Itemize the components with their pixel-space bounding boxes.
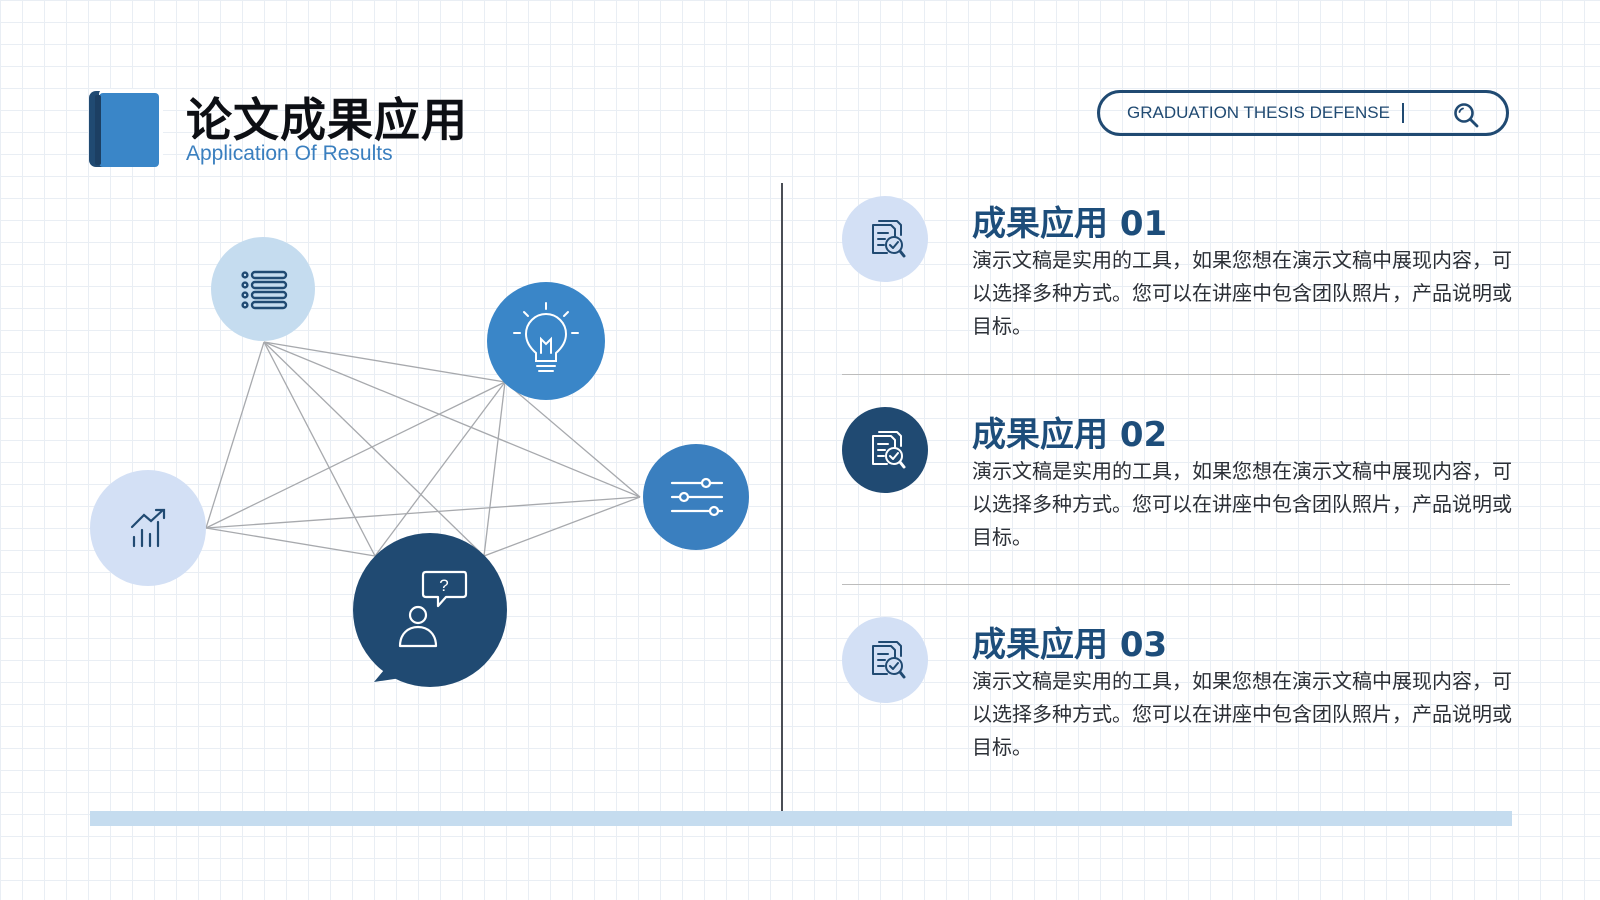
horizontal-separator: [842, 374, 1510, 375]
network-node-growth-chart: [90, 470, 206, 586]
result-description: 演示文稿是实用的工具，如果您想在演示文稿中展现内容，可以选择多种方式。您可以在讲…: [972, 459, 1512, 549]
sliders-icon: [670, 477, 724, 517]
book-icon: [89, 89, 163, 167]
network-node-sliders: [643, 444, 749, 550]
user-question-icon: [398, 570, 468, 648]
result-title: 成果应用 02: [972, 415, 1168, 455]
network-node-lightbulb: [487, 282, 605, 400]
lightbulb-icon: [513, 302, 579, 372]
page-subtitle: Application Of Results: [186, 142, 393, 165]
search-icon[interactable]: [1452, 101, 1480, 129]
search-bar[interactable]: GRADUATION THESIS DEFENSE: [1097, 90, 1509, 136]
result-icon-bg: [842, 617, 928, 703]
list-icon: [241, 270, 288, 310]
svg-text:?: ?: [439, 576, 448, 595]
document-check-icon: [872, 220, 906, 258]
page-title: 论文成果应用: [186, 93, 468, 147]
vertical-divider: [781, 183, 783, 811]
network-node-list: [211, 237, 315, 341]
network-diagram: ?: [90, 237, 749, 687]
search-text: GRADUATION THESIS DEFENSE: [1127, 103, 1390, 122]
network-node-user-question: ?: [353, 533, 507, 687]
growth-chart-icon: [130, 508, 166, 548]
bottom-accent-bar: [90, 811, 1512, 826]
document-check-icon: [872, 641, 906, 679]
result-icon-bg: [842, 407, 928, 493]
horizontal-separator: [842, 584, 1510, 585]
result-icon-bg: [842, 196, 928, 282]
document-check-icon: [872, 431, 906, 469]
network-lines: [205, 341, 641, 557]
result-title: 成果应用 01: [972, 204, 1168, 244]
result-description: 演示文稿是实用的工具，如果您想在演示文稿中展现内容，可以选择多种方式。您可以在讲…: [972, 248, 1512, 338]
text-cursor: [1401, 103, 1404, 123]
result-description: 演示文稿是实用的工具，如果您想在演示文稿中展现内容，可以选择多种方式。您可以在讲…: [972, 669, 1512, 759]
result-title: 成果应用 03: [972, 625, 1168, 665]
